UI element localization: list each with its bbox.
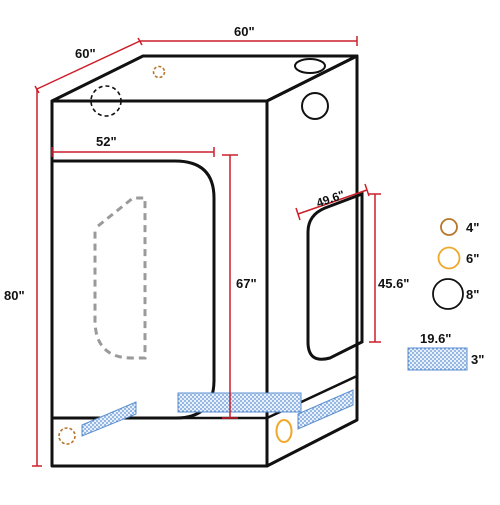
duct-port-8-top-back: [90, 85, 122, 117]
front-door: [52, 159, 216, 420]
legend-vent-height-label: 3": [471, 352, 484, 367]
duct-port-6-side-bottom: [275, 419, 293, 443]
legend-port-8-icon: [432, 278, 464, 310]
front-vent-back: [177, 392, 302, 413]
door-width-label: 52": [96, 134, 117, 149]
depth-label: 60": [75, 46, 96, 61]
legend-port-4-label: 4": [466, 220, 479, 235]
duct-port-4-top-back: [152, 65, 166, 79]
duct-port-8-side: [301, 92, 329, 120]
window-height-label: 45.6": [378, 276, 409, 291]
legend-port-4-icon: [440, 218, 458, 236]
duct-port-4-front-bottom: [58, 427, 76, 445]
front-vent-left: [81, 401, 137, 437]
dimension-lines: [32, 36, 381, 467]
side-vent: [297, 389, 354, 430]
width-label: 60": [234, 24, 255, 39]
port-size-legend: 4" 6" 8" 19.6" 3": [407, 218, 484, 371]
duct-port-top: [294, 58, 326, 74]
tent-side-face: [265, 54, 359, 468]
legend-port-6-label: 6": [466, 251, 479, 266]
legend-port-8-label: 8": [466, 287, 479, 302]
height-label: 80": [4, 288, 25, 303]
legend-vent-width-label: 19.6": [420, 331, 451, 346]
legend-port-6-icon: [437, 246, 461, 270]
side-window: [306, 191, 364, 361]
legend-vent-icon: [407, 347, 468, 371]
door-height-label: 67": [236, 276, 257, 291]
